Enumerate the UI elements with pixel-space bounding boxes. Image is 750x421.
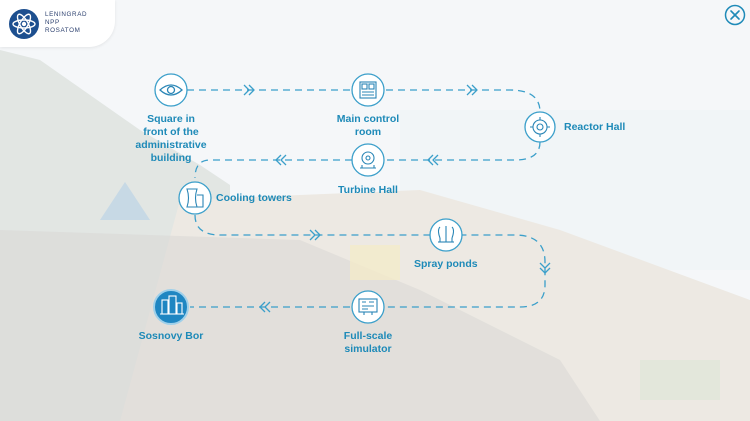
cooling-tower-icon xyxy=(186,188,204,208)
stop-turbine-hall-label[interactable]: Turbine Hall xyxy=(338,184,398,196)
eye-icon xyxy=(159,84,183,96)
rosatom-emblem-icon xyxy=(9,9,39,39)
turbine-icon xyxy=(360,151,376,169)
stop-full-scale-simulator-button[interactable] xyxy=(351,290,385,324)
fountain-icon xyxy=(437,226,455,243)
stop-cooling-towers-label[interactable]: Cooling towers xyxy=(216,192,292,204)
stop-sosnovy-bor-button[interactable] xyxy=(153,289,189,325)
logo-line-1: LENINGRAD xyxy=(45,11,88,18)
city-icon xyxy=(160,295,184,315)
logo-line-2: NPP xyxy=(45,19,60,26)
close-icon xyxy=(724,4,746,26)
stop-reactor-hall-label[interactable]: Reactor Hall xyxy=(564,121,626,133)
control-panel-icon xyxy=(359,81,377,99)
stop-square-button[interactable] xyxy=(154,73,188,107)
stop-main-control-room-button[interactable] xyxy=(351,73,385,107)
simulator-icon xyxy=(358,298,378,315)
stop-spray-ponds-button[interactable] xyxy=(429,218,463,252)
stop-spray-ponds-label[interactable]: Spray ponds xyxy=(414,258,478,270)
stop-sosnovy-bor-label[interactable]: Sosnovy Bor xyxy=(138,330,204,342)
logo-line-3: ROSATOM xyxy=(45,27,81,34)
reactor-icon xyxy=(530,117,550,137)
close-button[interactable] xyxy=(724,4,746,26)
stop-cooling-towers-button[interactable] xyxy=(178,181,212,215)
leningrad-npp-logo: LENINGRAD NPP ROSATOM xyxy=(0,0,115,47)
stop-turbine-hall-button[interactable] xyxy=(351,143,385,177)
stop-reactor-hall-button[interactable] xyxy=(524,111,556,143)
